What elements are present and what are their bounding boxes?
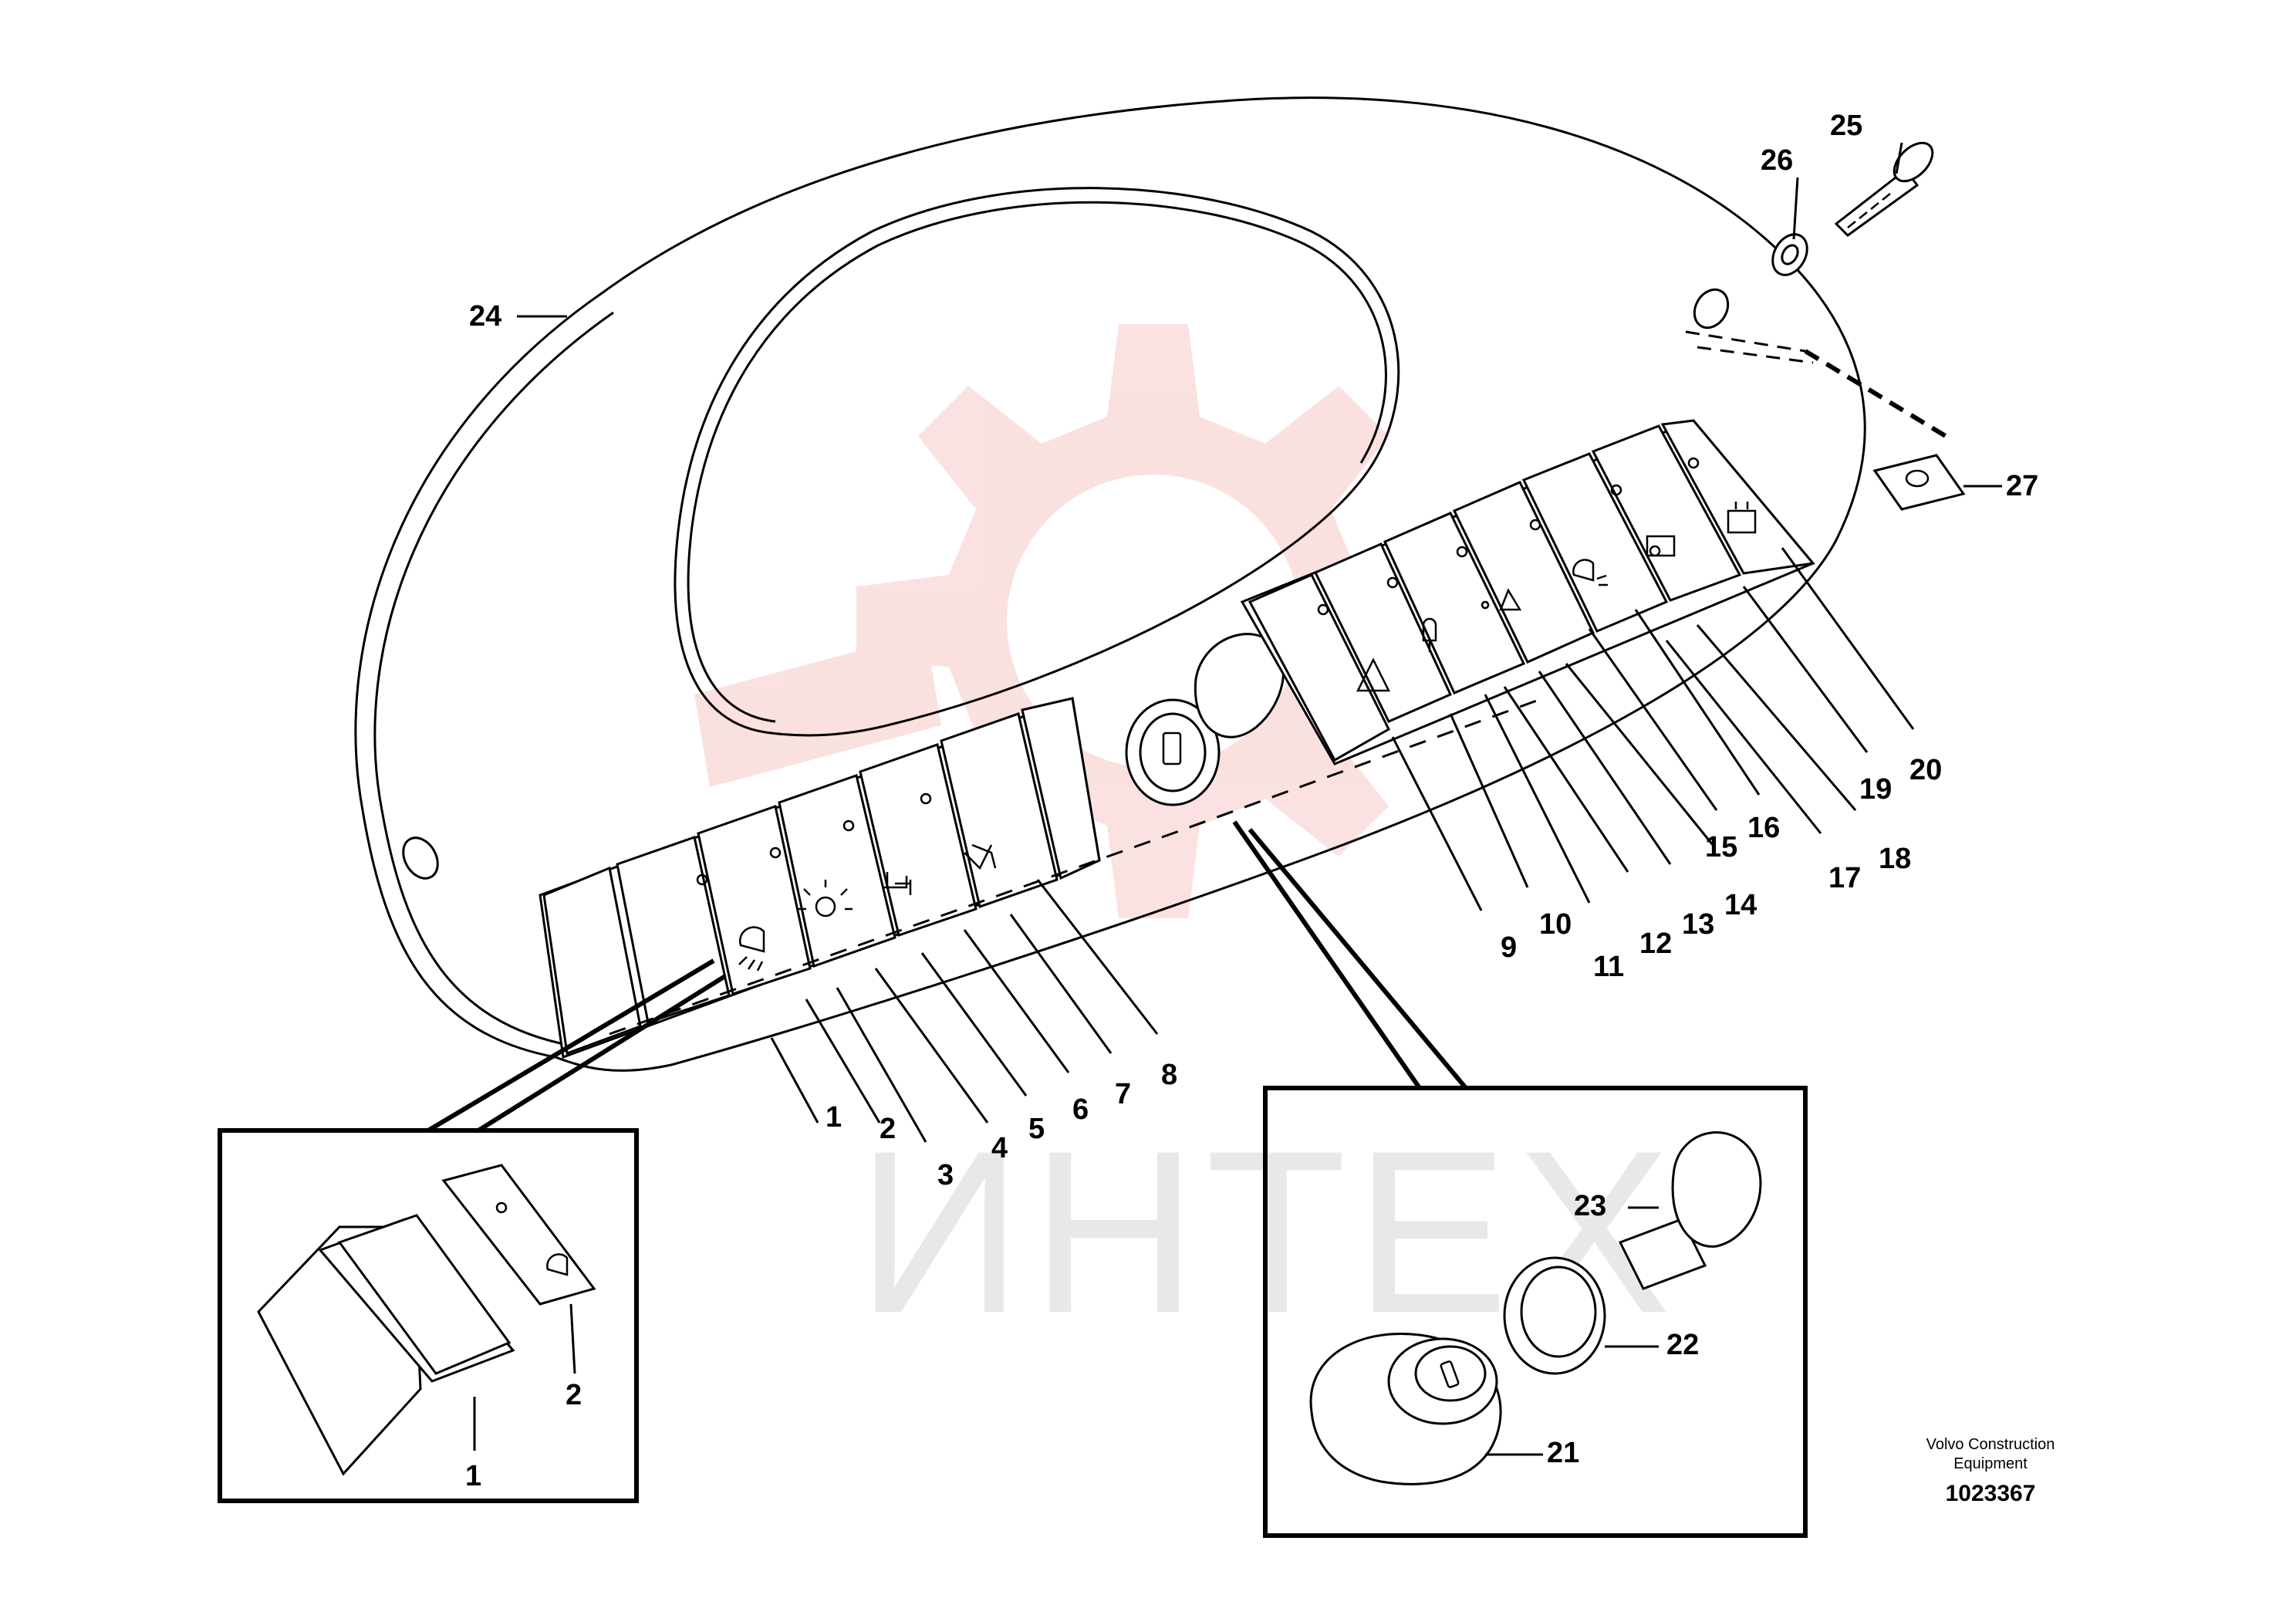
- work-light-icon: [738, 926, 765, 972]
- left-switch-bank: [539, 696, 1101, 1059]
- callout-10: 10: [1539, 908, 1572, 941]
- washer-26: [1771, 233, 1808, 276]
- switch-6: [1021, 697, 1101, 880]
- rear-wiper-icon: [1481, 588, 1522, 611]
- panel-inner-rim: [373, 311, 614, 1047]
- credit-line-1: Volvo Construction: [1926, 1436, 2055, 1453]
- detail-inset-switch: [218, 958, 727, 1503]
- detail-frame: [218, 1128, 639, 1503]
- callout-27: 27: [2006, 470, 2038, 502]
- beacon-light-icon: [799, 880, 853, 917]
- clip-nut-27: [1872, 454, 1966, 511]
- callout-16: 16: [1747, 812, 1780, 844]
- callout-15: 15: [1705, 831, 1737, 863]
- key-slot-icon: [1440, 1360, 1460, 1388]
- key-slot-icon: [1162, 732, 1182, 765]
- switch-14: [1660, 419, 1815, 575]
- indicator-dot-icon: [1317, 603, 1329, 616]
- callout-13: 13: [1682, 908, 1714, 941]
- indicator-dot-icon: [769, 846, 782, 859]
- document-number: 1023367: [1946, 1481, 2036, 1506]
- callout-14: 14: [1724, 889, 1757, 921]
- leader-lines: [517, 142, 2002, 1143]
- detail-callout-2: 2: [566, 1379, 582, 1411]
- callout-9: 9: [1501, 931, 1517, 964]
- callout-3: 3: [937, 1159, 954, 1191]
- heater-fan-icon: [1727, 502, 1757, 534]
- gauge-window-outline: [674, 187, 1400, 737]
- callout-5: 5: [1028, 1113, 1045, 1145]
- hidden-screw-path: [1804, 349, 1953, 442]
- callout-17: 17: [1828, 862, 1861, 894]
- right-switch-bank: [1240, 419, 1815, 765]
- credit-line-2: Equipment: [1953, 1455, 2028, 1472]
- dashboard-panel-outline: [354, 96, 1866, 1072]
- panel-mounting-slot: [402, 836, 439, 880]
- horn-icon: [1422, 617, 1437, 652]
- switch-2: [697, 805, 812, 995]
- indicator-dot-icon: [1687, 457, 1700, 469]
- hidden-line: [1685, 330, 1806, 353]
- callout-11: 11: [1593, 951, 1624, 983]
- switch-9: [1313, 542, 1453, 723]
- callout-24: 24: [469, 300, 501, 333]
- indicator-dot-icon: [696, 874, 708, 886]
- callout-19: 19: [1859, 773, 1892, 806]
- bezel-ring-22: [1503, 1256, 1606, 1375]
- switch-3: [778, 774, 896, 968]
- callout-12: 12: [1639, 928, 1672, 960]
- detail-switch-cap: [441, 1164, 596, 1306]
- switch-10: [1383, 512, 1526, 694]
- callout-21: 21: [1547, 1437, 1579, 1469]
- callout-26: 26: [1761, 144, 1793, 177]
- indicator-dot-icon: [495, 1201, 508, 1214]
- callout-18: 18: [1879, 843, 1911, 875]
- ignition-key-23: [1618, 1131, 1762, 1290]
- callout-2: 2: [880, 1113, 896, 1145]
- switch-12: [1521, 452, 1669, 633]
- ignition-lock: [1125, 633, 1285, 806]
- callout-23: 23: [1574, 1190, 1606, 1222]
- switch-blank-right: [1248, 573, 1390, 762]
- callout-20: 20: [1909, 754, 1942, 786]
- detail-callout-1: 1: [465, 1460, 481, 1492]
- callout-25: 25: [1830, 110, 1862, 142]
- indicator-dot-icon: [842, 819, 855, 832]
- detail-frame: [1263, 1086, 1808, 1538]
- switch-13: [1591, 424, 1742, 602]
- callout-8: 8: [1161, 1059, 1177, 1091]
- ignition-key: [1194, 633, 1285, 738]
- hidden-line: [1697, 346, 1814, 364]
- indicator-dot-icon: [1456, 546, 1468, 558]
- switch-blank-1: [542, 866, 642, 1056]
- indicator-dot-icon: [1529, 519, 1541, 531]
- indicator-dot-icon: [1610, 484, 1622, 496]
- gauge-window-inner-rim: [687, 201, 1387, 723]
- callout-6: 6: [1072, 1093, 1089, 1126]
- callout-22: 22: [1666, 1329, 1699, 1361]
- windshield-washer-icon: [1646, 535, 1676, 557]
- screw-25: [1834, 141, 1934, 237]
- float-function-icon: [883, 872, 912, 895]
- driving-light-icon: [1572, 559, 1608, 586]
- callout-4: 4: [991, 1132, 1008, 1164]
- hidden-line: [609, 697, 1544, 1036]
- callout-7: 7: [1115, 1078, 1131, 1110]
- work-light-icon: [546, 1253, 569, 1276]
- screw-hole: [1693, 288, 1730, 329]
- callout-1: 1: [826, 1101, 842, 1134]
- seat-heating-icon: [964, 843, 997, 870]
- hazard-warning-icon: [1356, 657, 1391, 692]
- indicator-dot-icon: [920, 792, 932, 805]
- detail-inset-ignition: [1232, 820, 1808, 1538]
- indicator-dot-icon: [1386, 576, 1399, 589]
- lock-cylinder-21: [1309, 1333, 1502, 1485]
